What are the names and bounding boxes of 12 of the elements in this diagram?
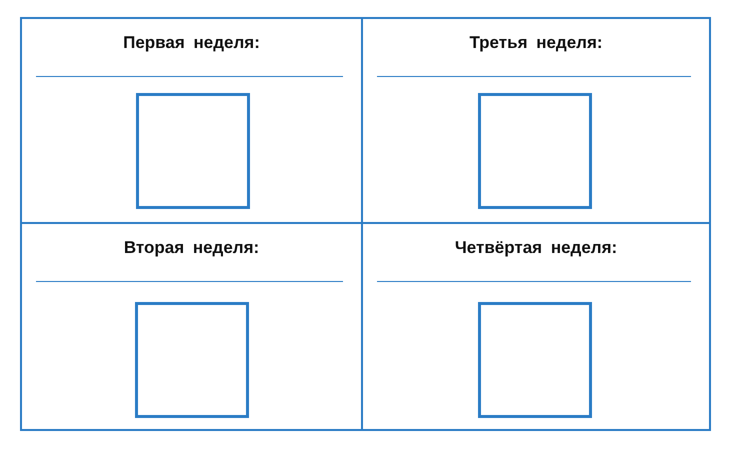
table-cell [361, 222, 711, 431]
answer-box [478, 93, 592, 209]
answer-box [478, 302, 592, 418]
table-cell [361, 17, 711, 224]
table-cell [20, 17, 363, 224]
heading: Вторая неделя: [122, 238, 260, 258]
table-cell [20, 222, 363, 431]
heading: Третья неделя: [468, 33, 604, 53]
answer-box [135, 302, 249, 418]
answer-box [136, 93, 250, 209]
heading: Первая неделя: [122, 33, 261, 53]
heading: Четвёртая неделя: [454, 238, 618, 258]
